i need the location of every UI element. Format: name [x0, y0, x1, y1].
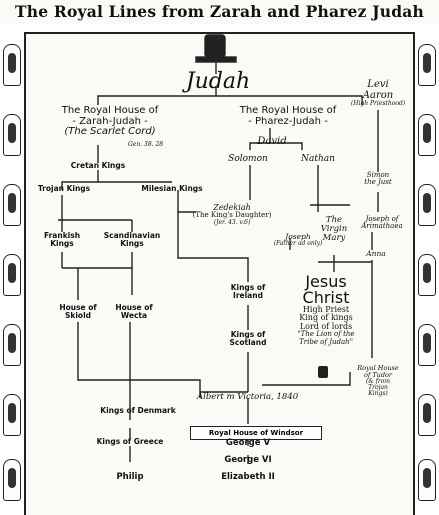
kings-of-scotland-node: Kings of Scotland [229, 330, 267, 347]
anna-label: Anna [366, 249, 386, 258]
ornament-icon [418, 114, 436, 156]
elizabeth-ii-label: Elizabeth II [221, 472, 275, 482]
joseph-node: Joseph (Father ad only) [273, 232, 323, 247]
cross-icon [318, 366, 328, 378]
house-of-skiold-node: House of Skiold [59, 303, 97, 320]
lion-crest-icon [195, 34, 237, 74]
levi-aaron-node: Levi Aaron (High Priesthood) [350, 79, 406, 107]
aaron-label: Aaron [362, 89, 394, 101]
virgin-mary-node: The Virgin Mary [320, 215, 348, 243]
top-border [24, 24, 415, 34]
solomon-label: Solomon [228, 154, 268, 164]
kings-of-denmark-label: Kings of Denmark [100, 406, 176, 415]
trojan-kings-label: Trojan Kings [37, 184, 91, 193]
house-of-wecta-node: House of Wecta [115, 303, 153, 320]
zedekiah-node: Zedekiah (The King's Daughter) (Jer. 43.… [192, 203, 272, 226]
ornament-icon [3, 459, 21, 501]
pharez-house-node: The Royal House of - Pharez-Judah - [239, 105, 337, 127]
ornament-icon [3, 324, 21, 366]
ornament-icon [418, 254, 436, 296]
george-vi-label: George VI [224, 455, 272, 465]
simon-node: Simon the Just [364, 171, 392, 187]
scandinavian-kings-node: Scandinavian Kings [103, 231, 161, 248]
albert-victoria-label: Albert m Victoria, 1840 [197, 392, 299, 402]
david-label: David [257, 136, 287, 147]
ornament-icon [418, 459, 436, 501]
ornament-icon [418, 324, 436, 366]
ornament-icon [3, 394, 21, 436]
royal-house-of-windsor-box: Royal House of Windsor [190, 426, 322, 440]
zarah-reference: Gen. 38. 28 [128, 141, 164, 148]
nathan-label: Nathan [301, 154, 335, 164]
house-of-tudor-node: Royal House of Tudor (& from Trojan King… [357, 364, 399, 398]
ornament-icon [418, 184, 436, 226]
jesus-christ-node: Jesus Christ High Priest King of kings L… [297, 272, 355, 346]
george-v-label: George V [225, 438, 271, 448]
cretan-kings-label: Cretan Kings [70, 161, 126, 170]
ornament-icon [3, 254, 21, 296]
ornament-icon [3, 114, 21, 156]
ornament-icon [418, 394, 436, 436]
page-title: The Royal Lines from Zarah and Pharez Ju… [15, 2, 424, 21]
milesian-kings-label: Milesian Kings [141, 184, 203, 193]
ornament-icon [3, 44, 21, 86]
high-priesthood-note: (High Priesthood) [350, 100, 406, 107]
judah-label: Judah [185, 69, 251, 94]
joseph-of-arimathaea-node: Joseph of Arimathaea [361, 215, 403, 231]
right-ornamental-border [413, 24, 439, 515]
left-ornamental-border [0, 24, 26, 515]
ornament-icon [3, 184, 21, 226]
frankish-kings-node: Frankish Kings [43, 231, 81, 248]
philip-label: Philip [116, 472, 144, 482]
zarah-house-node: The Royal House of - Zarah-Judah - (The … [61, 105, 159, 137]
ornament-icon [418, 44, 436, 86]
levi-label: Levi [367, 79, 389, 90]
kings-of-greece-label: Kings of Greece [96, 437, 164, 446]
kings-of-ireland-node: Kings of Ireland [230, 283, 266, 300]
